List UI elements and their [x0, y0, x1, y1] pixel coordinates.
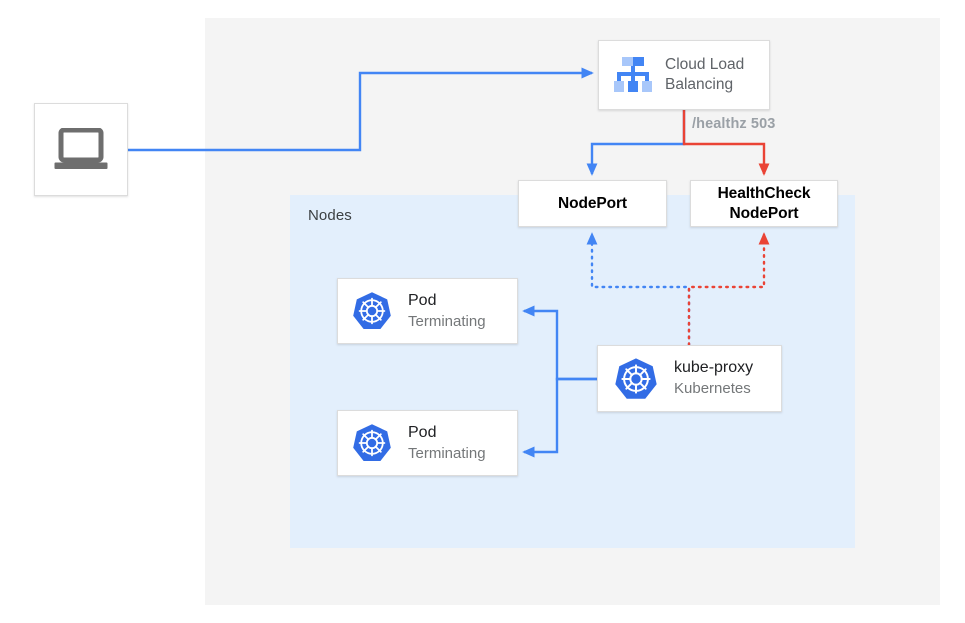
kube-proxy-title: kube-proxy: [674, 359, 754, 377]
cloud-load-balancing-node[interactable]: Cloud Load Balancing: [598, 40, 770, 110]
clb-label-line2: Balancing: [665, 76, 734, 93]
hcnp-label-line2: NodePort: [729, 204, 799, 222]
cloud-load-balancing-label: Cloud Load Balancing: [665, 55, 744, 96]
kubernetes-icon: [353, 424, 391, 461]
client-node[interactable]: [34, 103, 128, 196]
kube-proxy-text: kube-proxy Kubernetes: [674, 358, 753, 398]
kubernetes-icon: [353, 292, 391, 329]
nodeport-label: NodePort: [558, 194, 627, 212]
pod-2-status: Terminating: [408, 444, 486, 462]
pod-1-status: Terminating: [408, 312, 486, 330]
nodes-region-label: Nodes: [308, 207, 352, 224]
pod-2-title: Pod: [408, 423, 437, 441]
clb-label-line1: Cloud Load: [665, 55, 745, 73]
pod-node-1[interactable]: Pod Terminating: [337, 278, 518, 344]
healthcheck-nodeport-node[interactable]: HealthCheck NodePort: [690, 180, 838, 227]
cloud-load-balancing-icon: [614, 57, 652, 92]
pod-2-text: Pod Terminating: [408, 423, 486, 463]
kube-proxy-node[interactable]: kube-proxy Kubernetes: [597, 345, 782, 412]
nodeport-node[interactable]: NodePort: [518, 180, 667, 227]
healthz-edge-label: /healthz 503: [692, 116, 776, 132]
healthcheck-nodeport-label: HealthCheck NodePort: [718, 184, 811, 223]
pod-node-2[interactable]: Pod Terminating: [337, 410, 518, 476]
kubernetes-icon: [615, 357, 657, 399]
laptop-icon: [54, 127, 108, 169]
pod-1-text: Pod Terminating: [408, 291, 486, 331]
kube-proxy-subtitle: Kubernetes: [674, 380, 751, 398]
hcnp-label-line1: HealthCheck: [717, 185, 811, 203]
pod-1-title: Pod: [408, 291, 437, 309]
